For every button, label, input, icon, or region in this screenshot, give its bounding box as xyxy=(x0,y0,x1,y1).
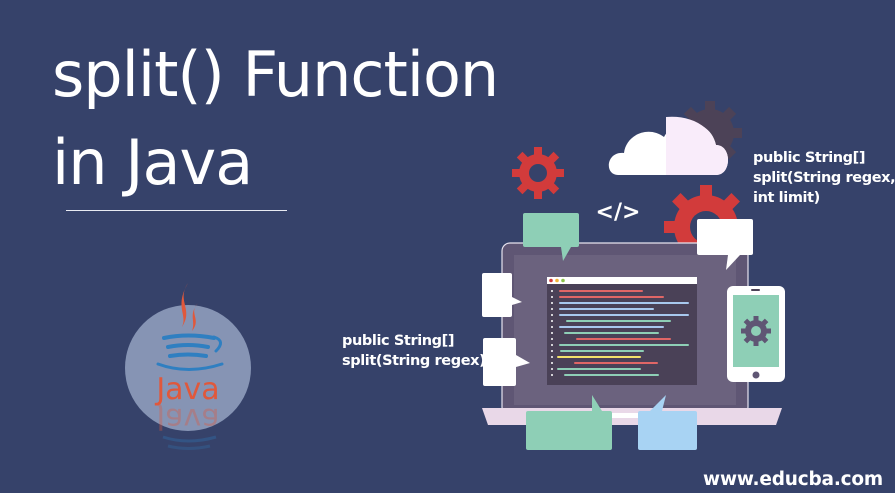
speech-bubble-icon xyxy=(523,213,579,261)
code-editor-icon xyxy=(547,277,697,385)
page-title-line-2: in Java xyxy=(52,126,253,199)
website-url: www.educba.com xyxy=(703,469,883,490)
cloud-icon xyxy=(608,116,728,175)
speech-bubble-icon xyxy=(697,219,753,270)
signature-line: int limit) xyxy=(753,190,820,206)
speech-bubble-icon xyxy=(638,395,697,450)
signature-line: split(String regex) xyxy=(342,353,486,369)
java-logo-icon: Java Java xyxy=(125,283,251,450)
svg-text:Java: Java xyxy=(154,401,219,436)
title-underline-divider xyxy=(66,210,287,211)
speech-bubble-icon xyxy=(482,273,522,317)
gear-icon xyxy=(512,147,564,199)
gear-icon xyxy=(741,316,771,346)
speech-bubble-icon xyxy=(526,395,612,450)
page-title-line-1: split() Function xyxy=(52,38,499,111)
split-regex-signature: public String[] split(String regex) xyxy=(342,331,486,371)
smartphone-icon xyxy=(727,286,785,382)
developer-illustration: </> xyxy=(482,101,785,450)
java-wordmark: Java xyxy=(154,372,219,407)
code-tag-icon: </> xyxy=(596,200,641,225)
signature-line: public String[] xyxy=(753,150,866,166)
split-with-limit-signature: public String[] split(String regex, int … xyxy=(753,148,895,208)
speech-bubble-icon xyxy=(483,338,530,386)
signature-line: split(String regex, xyxy=(753,170,895,186)
signature-line: public String[] xyxy=(342,333,455,349)
